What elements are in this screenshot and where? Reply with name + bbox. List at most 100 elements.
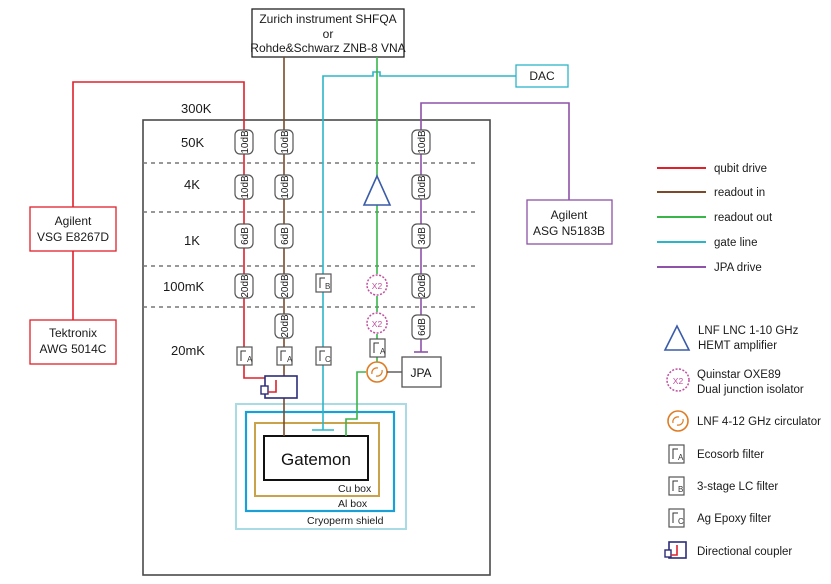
svg-text:20dB: 20dB xyxy=(280,274,291,298)
legend-isolator-line1: Quinstar OXE89 xyxy=(697,369,781,381)
awg-box xyxy=(29,319,117,365)
asg-line1: Agilent xyxy=(551,208,588,222)
svg-text:X2: X2 xyxy=(372,319,383,329)
cryoperm-label: Cryoperm shield xyxy=(307,515,384,527)
stage-1k: 1K xyxy=(184,233,200,248)
svg-text:6dB: 6dB xyxy=(240,227,251,245)
fridge-outline xyxy=(142,119,491,576)
svg-text:A: A xyxy=(247,355,253,364)
svg-text:C: C xyxy=(325,355,331,364)
jpa-label: JPA xyxy=(410,366,431,380)
legend-hemt-line1: LNF LNC 1-10 GHz xyxy=(698,325,799,337)
jpa-box xyxy=(401,356,442,388)
gatemon-label: Gatemon xyxy=(281,450,351,469)
main-instrument-box xyxy=(251,8,405,58)
legend-coupler-icon xyxy=(664,541,687,559)
svg-text:10dB: 10dB xyxy=(417,175,428,199)
main-instrument-line1: Zurich instrument SHFQA xyxy=(259,12,396,26)
attenuator-purple-1k: 3dB xyxy=(411,223,431,249)
svg-text:C: C xyxy=(678,517,684,526)
attenuator-brown-50k: 10dB xyxy=(274,129,294,155)
isolator-icon: X2 xyxy=(366,274,388,296)
circulator-icon xyxy=(366,361,388,383)
isolator-icon: X2 xyxy=(366,312,388,334)
attenuator-purple-20mk: 6dB xyxy=(411,314,431,340)
svg-text:A: A xyxy=(380,347,386,356)
al-box xyxy=(244,410,396,513)
legend-ecosorb: Ecosorb filter xyxy=(697,449,764,461)
lc-filter-icon: B xyxy=(315,273,332,293)
directional-coupler-icon xyxy=(260,375,298,399)
svg-text:B: B xyxy=(678,485,683,494)
al-box-label: Al box xyxy=(338,498,368,510)
svg-text:A: A xyxy=(287,355,293,364)
svg-text:10dB: 10dB xyxy=(240,175,251,199)
cu-box-label: Cu box xyxy=(338,483,372,495)
legend-epoxy-icon: C xyxy=(668,508,685,528)
legend-hemt-line2: HEMT amplifier xyxy=(698,340,777,352)
attenuator-brown-100mk: 20dB xyxy=(274,273,294,299)
legend-readout-out: readout out xyxy=(714,212,773,224)
attenuator-red-4k: 10dB xyxy=(234,174,254,200)
legend-lc-icon: B xyxy=(668,476,685,496)
svg-text:6dB: 6dB xyxy=(280,227,291,245)
awg-line2: AWG 5014C xyxy=(40,342,107,356)
svg-text:10dB: 10dB xyxy=(280,130,291,154)
svg-text:20dB: 20dB xyxy=(240,274,251,298)
attenuator-brown-4k: 10dB xyxy=(274,174,294,200)
gatemon-chip xyxy=(263,435,369,481)
vsg-line1: Agilent xyxy=(55,214,92,228)
stage-100mk: 100mK xyxy=(163,279,205,294)
asg-line2: ASG N5183B xyxy=(533,224,605,238)
attenuator-purple-100mk: 20dB xyxy=(411,273,431,299)
legend-coupler: Directional coupler xyxy=(697,546,792,558)
ecosorb-filter-icon: A xyxy=(369,338,386,358)
main-instrument-line2: or xyxy=(323,27,334,41)
svg-text:X2: X2 xyxy=(673,376,684,386)
legend-lc: 3-stage LC filter xyxy=(697,481,778,493)
svg-text:3dB: 3dB xyxy=(417,227,428,245)
legend-isolator-line2: Dual junction isolator xyxy=(697,384,804,396)
svg-text:10dB: 10dB xyxy=(280,175,291,199)
readout-out-line xyxy=(345,57,378,436)
svg-text:6dB: 6dB xyxy=(417,318,428,336)
legend-isolator-icon: X2 xyxy=(666,368,690,392)
ecosorb-filter-icon: A xyxy=(276,346,293,366)
awg-line1: Tektronix xyxy=(49,326,97,340)
vsg-line2: VSG E8267D xyxy=(37,230,109,244)
attenuator-red-1k: 6dB xyxy=(234,223,254,249)
attenuator-purple-4k: 10dB xyxy=(411,174,431,200)
legend-hemt-icon xyxy=(663,324,691,351)
cu-box xyxy=(254,422,380,497)
jpa-drive-line xyxy=(414,102,570,353)
attenuator-brown-1k: 6dB xyxy=(274,223,294,249)
dac-label: DAC xyxy=(529,69,555,83)
svg-text:10dB: 10dB xyxy=(240,130,251,154)
stage-20mk: 20mK xyxy=(171,343,205,358)
legend-epoxy: Ag Epoxy filter xyxy=(697,513,771,525)
ecosorb-filter-icon: A xyxy=(236,346,253,366)
attenuator-purple-50k: 10dB xyxy=(411,129,431,155)
stage-4k: 4K xyxy=(184,177,200,192)
svg-text:A: A xyxy=(678,453,684,462)
cryoperm-shield xyxy=(235,403,407,530)
attenuator-brown-20mk: 20dB xyxy=(274,313,294,339)
svg-text:10dB: 10dB xyxy=(417,130,428,154)
main-instrument-line3: Rohde&Schwarz ZNB-8 VNA xyxy=(250,41,405,55)
hemt-amplifier-icon xyxy=(362,174,392,206)
stage-300k: 300K xyxy=(181,101,212,116)
svg-text:B: B xyxy=(325,282,330,291)
gate-line xyxy=(312,71,516,431)
legend-qubit-drive: qubit drive xyxy=(714,163,767,175)
legend: qubit drive readout in readout out gate … xyxy=(657,163,821,559)
legend-ecosorb-icon: A xyxy=(668,444,685,464)
legend-readout-in: readout in xyxy=(714,187,765,199)
legend-circulator: LNF 4-12 GHz circulator xyxy=(697,416,821,428)
stage-50k: 50K xyxy=(181,135,204,150)
legend-gate-line: gate line xyxy=(714,237,757,249)
svg-text:X2: X2 xyxy=(372,281,383,291)
legend-jpa-drive: JPA drive xyxy=(714,262,762,274)
attenuator-red-100mk: 20dB xyxy=(234,273,254,299)
attenuator-red-50k: 10dB xyxy=(234,129,254,155)
